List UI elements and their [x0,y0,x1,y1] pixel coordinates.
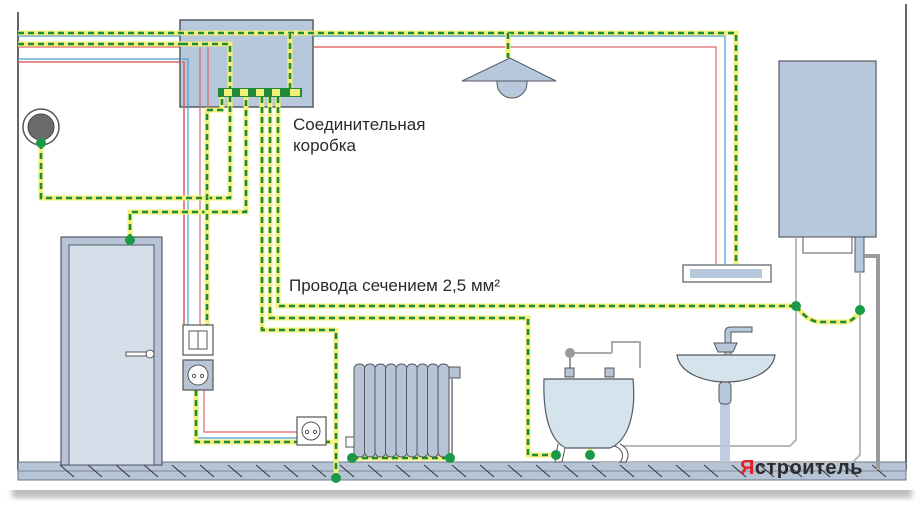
wire-cross-section-label: Провода сечением 2,5 мм² [289,276,500,295]
floor-hatch-tick [507,464,523,478]
ground-node [125,235,135,245]
floor-hatch-tick [843,464,859,478]
floor-hatch-tick [283,464,299,478]
floor-hatch-tick [563,464,579,478]
floor [17,461,907,481]
floor-hatch-tick [479,464,495,478]
ground-wire-dash [39,97,232,200]
floor-hatch-tick [87,464,103,478]
ground-wire-dash [794,305,862,324]
floor-hatch-tick [339,464,355,478]
floor-hatch-tick [675,464,691,478]
junction-box-label-line1: Соединительная [293,115,426,134]
floor-hatch-tick [871,464,887,478]
floor-hatch-tick [255,464,271,478]
floor-hatch-tick [395,464,411,478]
radiator-section [406,363,418,458]
radiator-section [395,363,408,458]
floor-hatch-tick [619,464,635,478]
socket-upper [182,359,214,391]
watermark-first-letter: Я [740,457,755,479]
radiator-section [427,363,439,458]
radiator-section [353,363,366,458]
floor-hatch-tick [703,464,719,478]
floor-hatch-tick [815,464,831,478]
ground-wires [18,30,863,478]
floor-hatch-tick [115,464,131,478]
ground-junction-nodes [36,138,865,483]
ground-node [791,301,801,311]
floor-hatch-tick [731,464,747,478]
ground-wire-dash [260,97,338,478]
junction-box-label: Соединительная коробка [293,114,493,156]
ground-node [347,453,357,463]
floor-hatch-tick [759,464,775,478]
radiator-section [416,363,429,458]
floor-hatch-tick [199,464,215,478]
wall-light [682,264,772,283]
floor-hatch-tick [423,464,439,478]
floor-hatch-tick [171,464,187,478]
floor-hatch-tick [59,464,75,478]
ground-node [331,473,341,483]
ground-wire-dash [18,31,738,264]
radiator [345,363,461,458]
wall-light-wires [313,35,726,264]
ground-wire-dash [276,97,796,308]
ground-node [585,450,595,460]
terminal-strip [218,88,302,97]
ground-node [551,450,561,460]
ground-node [36,138,46,148]
ground-wire-dash [205,97,224,330]
watermark-text: строитель [754,457,863,479]
bathtub [543,341,641,463]
floor-hatch-tick [591,464,607,478]
radiator-section [374,363,387,458]
ground-wire-dash [182,42,232,90]
ground-wire-dash [194,390,333,444]
floor-hatch-tick [535,464,551,478]
radiator-section [385,363,397,458]
floor-hatch-tick [787,464,803,478]
ground-node [445,453,455,463]
light-switch [182,324,214,356]
socket-lower [296,416,327,446]
floor-hatch-tick [227,464,243,478]
floor-hatch-tick [647,464,663,478]
ground-node [855,305,865,315]
washbasin [676,326,776,462]
watermark-logo: Ястроитель [740,457,863,480]
junction-box-label-line2: коробка [293,136,356,155]
floor-hatch-tick [367,464,383,478]
floor-hatch-tick [143,464,159,478]
radiator-section [437,363,450,458]
radiator-section [364,363,376,458]
ceiling-lamp [461,57,557,99]
floor-hatch-tick [311,464,327,478]
ground-wire-dash [128,97,248,240]
door [60,236,163,466]
water-heater [559,60,880,470]
floor-hatch-tick [451,464,467,478]
ground-wire-dash [268,97,556,457]
